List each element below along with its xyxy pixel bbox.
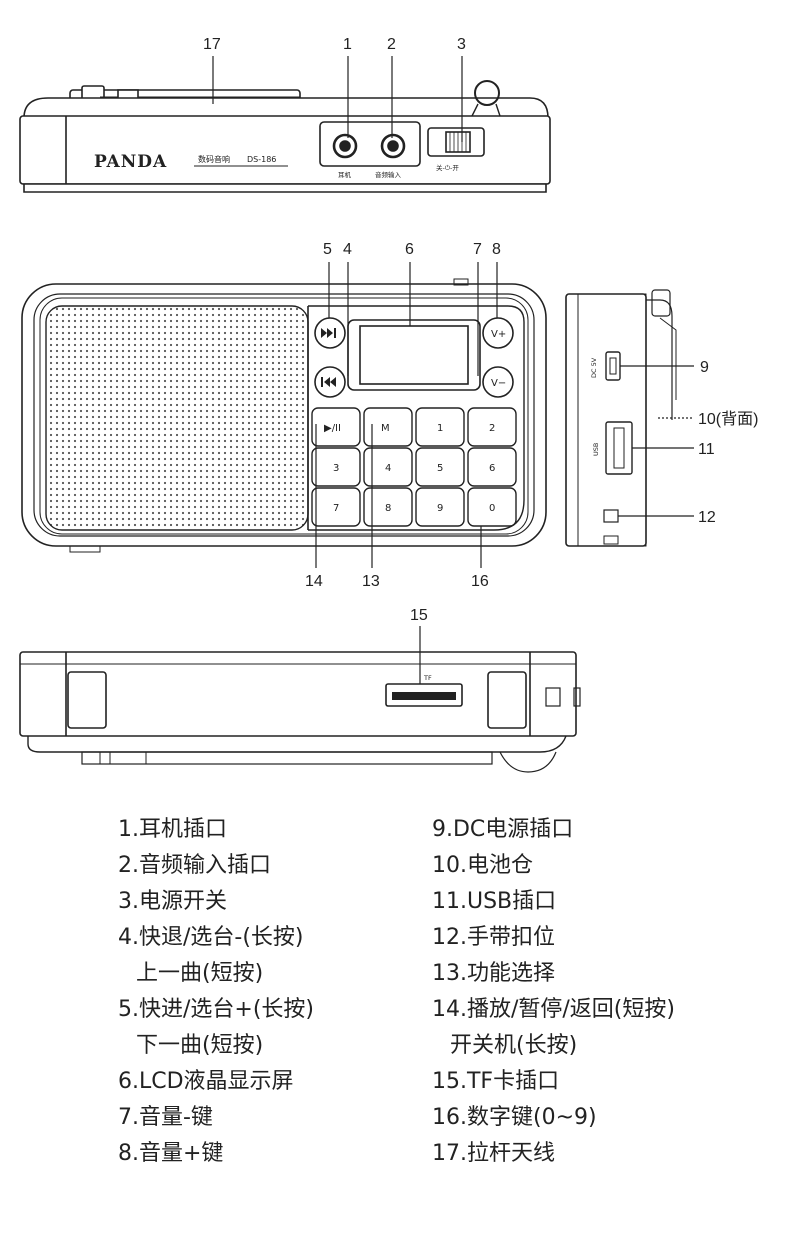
usb-port [605,421,633,475]
key-0-label: 0 [489,503,495,514]
front-view [21,278,547,553]
side-view [565,289,677,547]
callout-9: 9 [700,359,709,376]
usb-port-label: USB [592,443,600,456]
strap-slot [603,509,619,523]
key-4-label: 4 [385,463,391,474]
callout-15: 15 [410,607,428,624]
key-8-label: 8 [385,503,391,514]
legend-item: 上一曲(短按) [136,961,264,986]
legend-item: 14.播放/暂停/返回(短按) [432,997,675,1022]
key-9-label: 9 [437,503,443,514]
legend-item: 2.音频输入插口 [118,853,271,878]
legend-item: 下一曲(短按) [136,1033,264,1058]
bottom-view [19,651,581,773]
function-key [363,407,413,447]
lcd-screen [347,319,481,391]
brand-logo: PANDA [94,152,167,172]
key-1-label: 1 [437,423,443,434]
legend-item: 5.快进/选台+(长按) [118,997,315,1022]
legend-item: 10.电池仓 [432,853,533,878]
key-6-label: 6 [489,463,495,474]
key-2-label: 2 [489,423,495,434]
legend-item: 17.拉杆天线 [432,1141,555,1166]
key-7 [311,487,361,527]
callout-8: 8 [492,241,501,258]
key-3-label: 3 [333,463,339,474]
key-5 [415,447,465,487]
legend-item: 3.电源开关 [118,889,227,914]
top-view [19,80,551,193]
tf-slot-label: TF [423,674,432,682]
callout-7: 7 [473,241,482,258]
play-pause-key-label: ▶/II [324,423,341,434]
key-1 [415,407,465,447]
legend-left: 1.耳机插口 2.音频输入插口 3.电源开关 4.快退/选台-(长按) 上一曲(… [118,812,314,1172]
power-switch-label: 关-⏻-开 [436,163,459,172]
key-0 [467,487,517,527]
key-3 [311,447,361,487]
function-key-label: M [381,423,390,434]
legend-item: 4.快退/选台-(长按) [118,925,304,950]
dc-port-label: DC 5V [590,357,598,378]
dc-port [605,351,621,381]
callout-12: 12 [698,509,716,526]
callout-3: 3 [457,36,466,53]
callout-17: 17 [203,36,221,53]
legend-item: 9.DC电源插口 [432,817,574,842]
volume-up-label: V+ [491,329,506,340]
next-button [314,317,346,349]
key-4 [363,447,413,487]
callout-5: 5 [323,241,332,258]
legend-item: 6.LCD液晶显示屏 [118,1069,294,1094]
callout-14: 14 [305,573,323,590]
model-label: DS-186 [247,155,276,164]
legend-item: 13.功能选择 [432,961,555,986]
callout-4: 4 [343,241,352,258]
speaker-grill [45,305,309,531]
legend-item: 12.手带扣位 [432,925,555,950]
callout-6: 6 [405,241,414,258]
model-cn-label: 数码音响 [198,154,230,164]
key-6 [467,447,517,487]
legend-item: 开关机(长按) [450,1033,578,1058]
legend-item: 11.USB插口 [432,889,557,914]
key-9 [415,487,465,527]
audio-input-jack-label: 音频输入 [375,170,402,179]
key-5-label: 5 [437,463,443,474]
legend-item: 8.音量+键 [118,1141,224,1166]
callout-11: 11 [698,441,715,458]
key-2 [467,407,517,447]
callout-1: 1 [343,36,352,53]
key-7-label: 7 [333,503,339,514]
volume-down-label: V− [491,378,506,389]
volume-up-button [482,317,514,349]
play-pause-key [311,407,361,447]
prev-button [314,366,346,398]
legend-item: 16.数字键(0~9) [432,1105,597,1130]
audio-input-jack [380,133,406,159]
callout-13: 13 [362,573,380,590]
legend-right: 9.DC电源插口 10.电池仓 11.USB插口 12.手带扣位 13.功能选择… [432,812,675,1172]
earphone-jack [332,133,358,159]
product-diagram: PANDA 数码音响 DS-186 耳机 音频输入 关-⏻-开 17 1 2 3 [19,36,758,773]
key-8 [363,487,413,527]
callout-16: 16 [471,573,489,590]
earphone-jack-label: 耳机 [338,170,352,179]
callout-10: 10(背面) [698,410,758,428]
legend-item: 1.耳机插口 [118,817,227,842]
volume-down-button [482,366,514,398]
legend-item: 15.TF卡插口 [432,1069,560,1094]
callout-2: 2 [387,36,396,53]
legend-item: 7.音量-键 [118,1105,213,1130]
tf-card-slot [385,683,463,707]
